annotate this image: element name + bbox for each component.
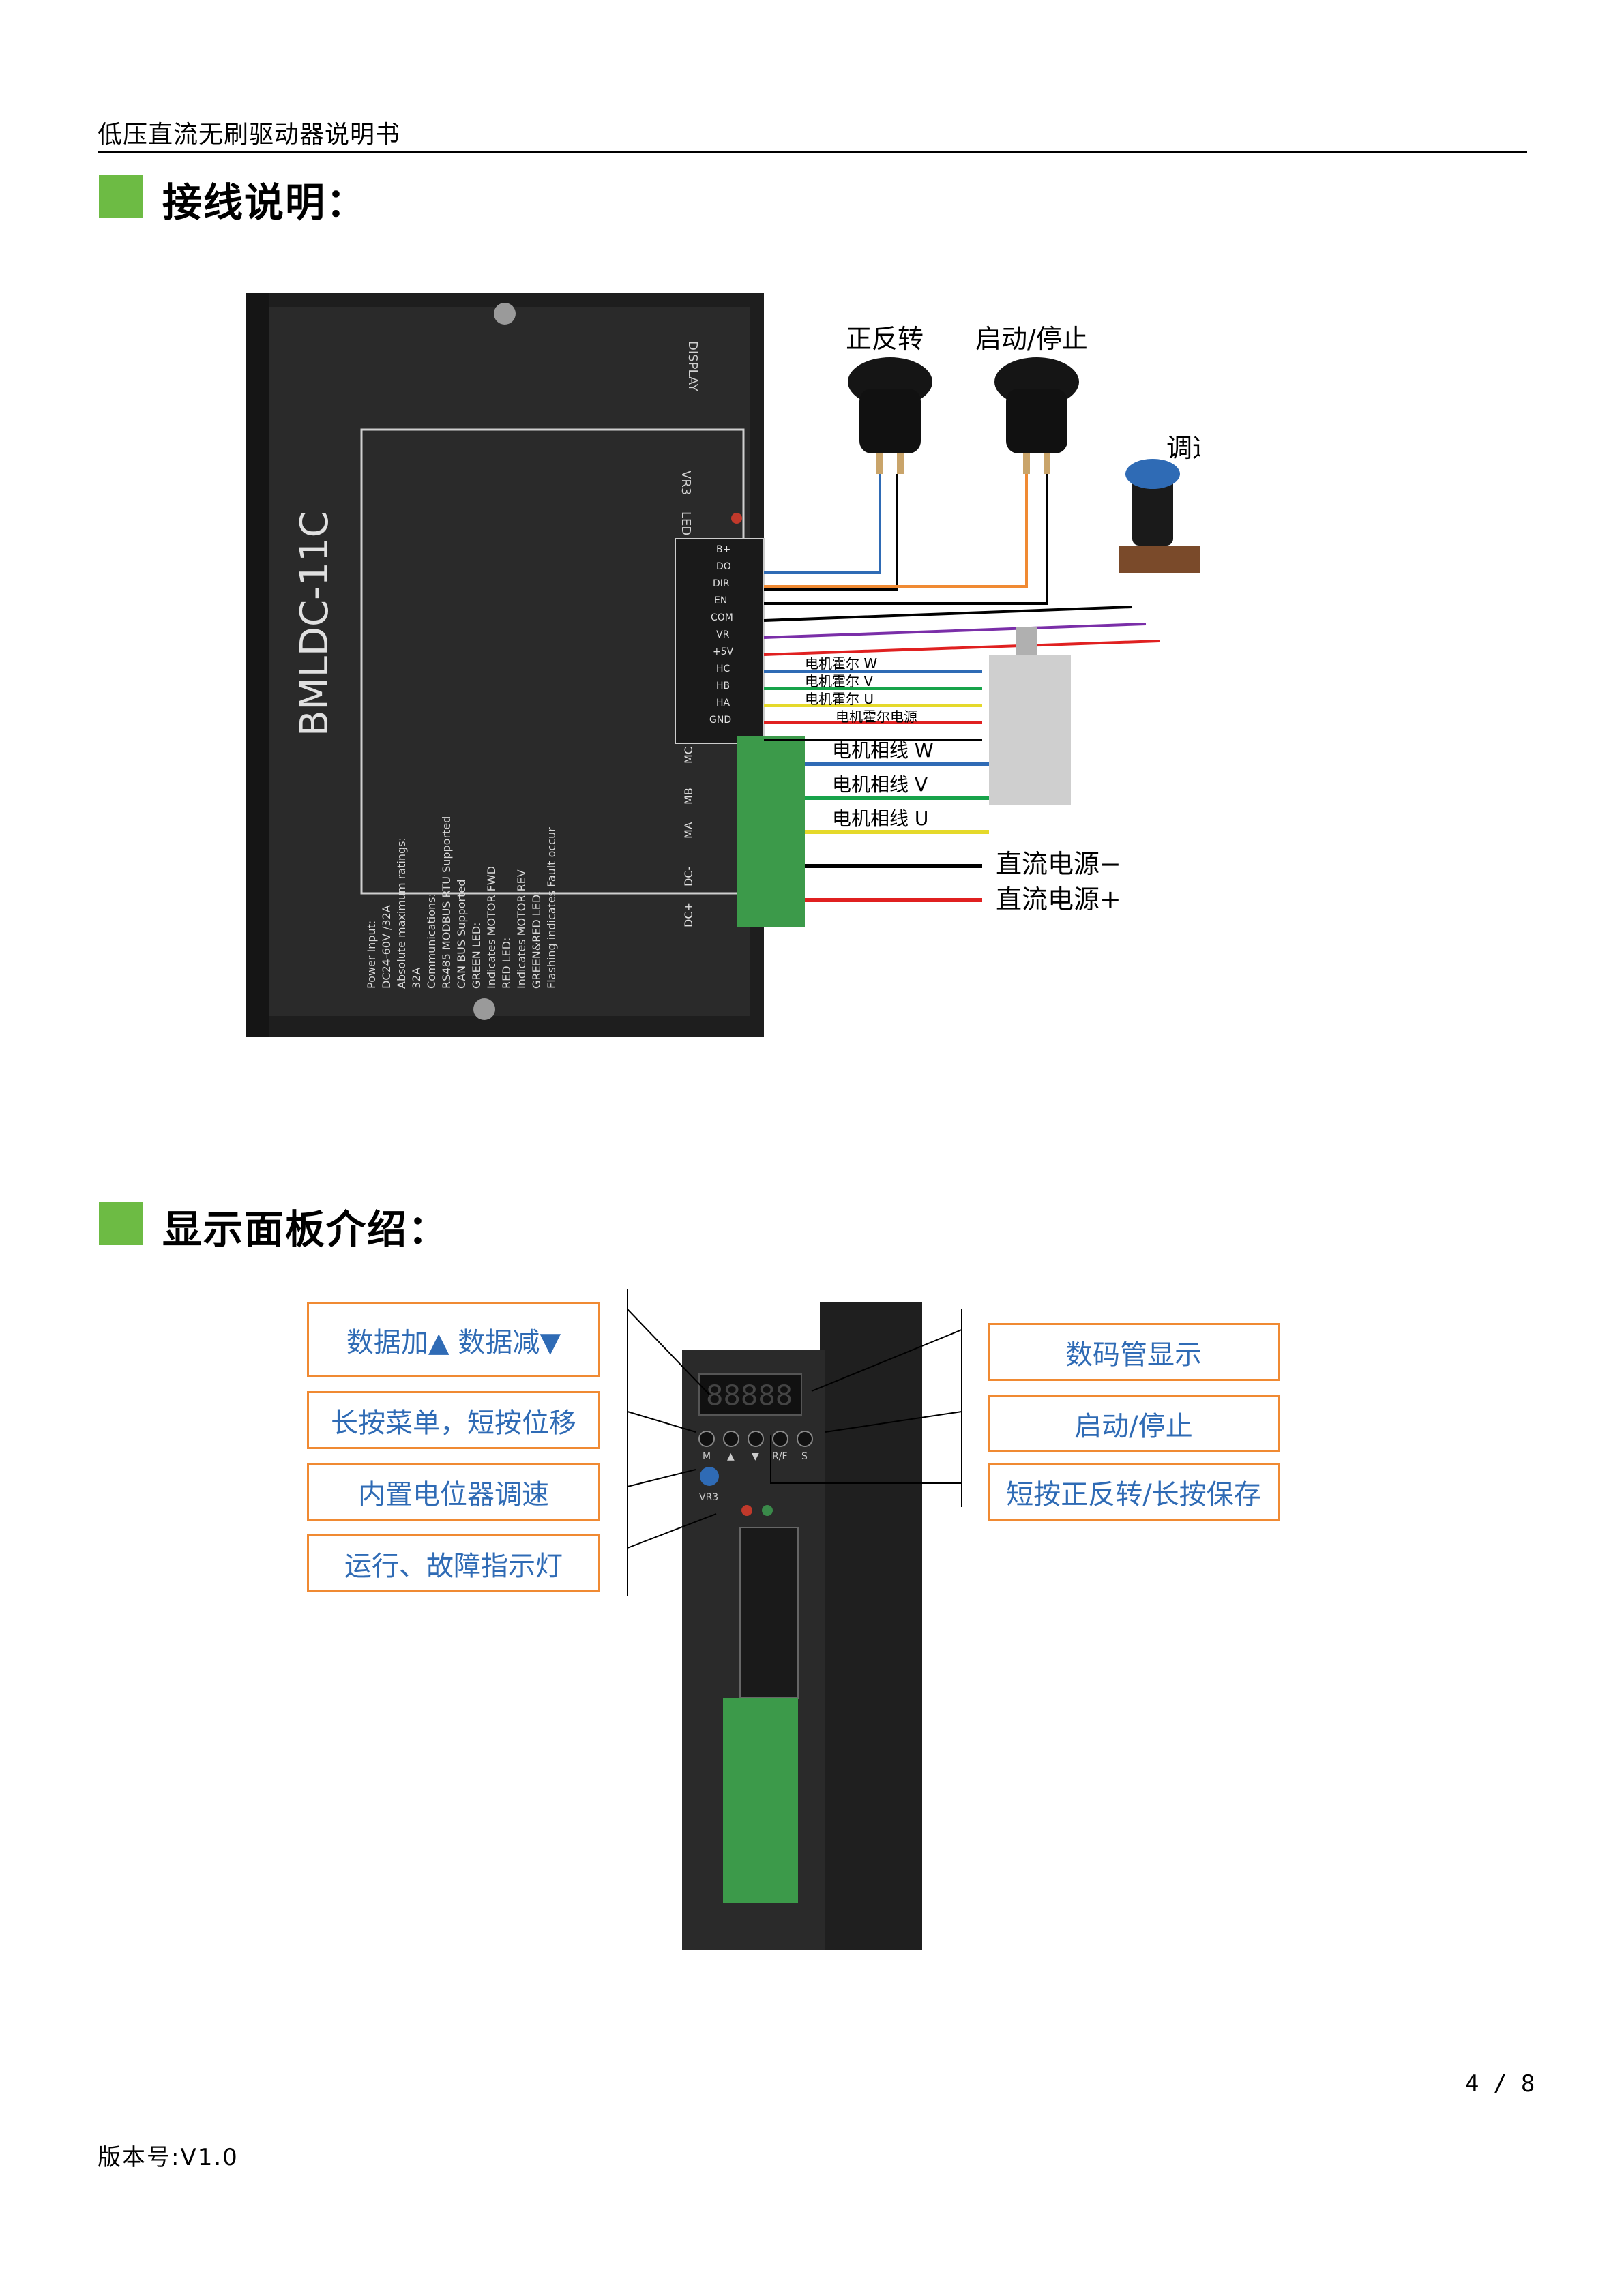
- fault-led-icon: [762, 1505, 773, 1516]
- display-label: DISPLAY: [685, 341, 700, 392]
- svg-text:Power Input:: Power Input:: [365, 921, 378, 989]
- speed-pot-label: 调速: [1166, 433, 1200, 463]
- button-s-icon: [797, 1431, 813, 1447]
- pin-label: DIR: [713, 578, 730, 589]
- svg-text:32A: 32A: [410, 968, 423, 989]
- svg-text:RED LED:: RED LED:: [500, 938, 513, 989]
- run-led-icon: [741, 1505, 752, 1516]
- svg-text:CAN BUS Supported: CAN BUS Supported: [455, 880, 468, 989]
- led-label: LED: [679, 511, 693, 535]
- header-divider: [98, 151, 1527, 153]
- screw-icon: [494, 303, 516, 325]
- svg-text:DC24-60V /32A: DC24-60V /32A: [380, 905, 393, 989]
- svg-text:▲: ▲: [727, 1451, 735, 1462]
- svg-text:DC+: DC+: [682, 902, 695, 927]
- callout-display: 数码管显示: [988, 1323, 1280, 1381]
- svg-text:RS485 MODBUS RTU Supported: RS485 MODBUS RTU Supported: [440, 816, 453, 989]
- button-m-icon: [698, 1431, 715, 1447]
- power-terminal: [737, 736, 805, 927]
- svg-text:88888: 88888: [706, 1380, 793, 1412]
- version-label: 版本号:V1.0: [98, 2144, 239, 2171]
- svg-text:S: S: [801, 1451, 808, 1462]
- svg-text:M: M: [703, 1451, 711, 1462]
- button-down-icon: [748, 1431, 764, 1447]
- vr3-pot-icon: [700, 1467, 719, 1486]
- svg-text:▼: ▼: [752, 1451, 759, 1462]
- svg-text:Absolute maximum ratings:: Absolute maximum ratings:: [395, 837, 408, 989]
- svg-text:Indicates MOTOR REV: Indicates MOTOR REV: [515, 869, 528, 989]
- phase-v-label: 电机相线 V: [832, 773, 928, 796]
- svg-text:MA: MA: [682, 822, 695, 839]
- pin-label: HC: [716, 664, 730, 674]
- section-title-wiring: 接线说明：: [162, 179, 368, 226]
- page-number: 4 / 8: [1465, 2070, 1535, 2098]
- screw-icon: [473, 998, 495, 1020]
- pin-label: GND: [709, 715, 731, 726]
- button-rf-icon: [772, 1431, 788, 1447]
- spec-text: Power Input: DC24-60V /32A Absolute maxi…: [365, 816, 558, 989]
- callout-potentiometer: 内置电位器调速: [307, 1463, 600, 1521]
- pin-label: DO: [716, 561, 731, 572]
- svg-text:GREEN&RED LED:: GREEN&RED LED:: [530, 891, 543, 989]
- wiring-diagram: BMLDC-11C DISPLAY VR3 LED Power Input: D…: [246, 293, 1200, 1037]
- callout-led: 运行、故障指示灯: [307, 1534, 600, 1592]
- phase-u-label: 电机相线 U: [832, 807, 928, 830]
- fwd-rev-switch-icon: [848, 357, 932, 474]
- svg-text:Communications:: Communications:: [425, 893, 438, 989]
- svg-text:DC-: DC-: [682, 867, 695, 886]
- pin-label: HA: [716, 698, 730, 709]
- hall-w-label: 电机霍尔 W: [805, 655, 877, 672]
- callout-start-stop: 启动/停止: [988, 1395, 1280, 1452]
- hall-power-label: 电机霍尔电源: [836, 709, 917, 725]
- status-led-icon: [731, 513, 742, 524]
- speed-potentiometer-icon: [1119, 459, 1200, 573]
- fwd-rev-switch-label: 正反转: [846, 324, 924, 354]
- dc-negative-label: 直流电源−: [996, 849, 1121, 879]
- section-title-panel: 显示面板介绍：: [162, 1206, 449, 1253]
- svg-text:Flashing indicates Fault occur: Flashing indicates Fault occur: [545, 827, 558, 989]
- phase-w-label: 电机相线 W: [832, 739, 934, 762]
- callout-fwd-rev: 短按正反转/长按保存: [988, 1463, 1280, 1521]
- section-marker: [99, 1202, 143, 1245]
- svg-text:MB: MB: [682, 788, 695, 805]
- svg-text:GREEN LED:: GREEN LED:: [470, 922, 483, 989]
- svg-text:R/F: R/F: [772, 1451, 788, 1462]
- hall-v-label: 电机霍尔 V: [805, 673, 873, 689]
- dc-positive-label: 直流电源+: [996, 884, 1121, 914]
- svg-text:MC: MC: [682, 747, 695, 764]
- seven-segment-display: [698, 1373, 802, 1416]
- pin-label: COM: [711, 612, 733, 623]
- pin-label: EN: [714, 595, 727, 606]
- vr3-label: VR3: [679, 471, 693, 495]
- start-stop-switch-icon: [994, 357, 1079, 474]
- callout-menu-button: 长按菜单，短按位移: [307, 1391, 600, 1449]
- power-connector: [723, 1698, 798, 1903]
- pin-label: B+: [716, 544, 730, 555]
- hall-u-label: 电机霍尔 U: [805, 691, 874, 707]
- pin-label: +5V: [713, 646, 734, 657]
- document-header-title: 低压直流无刷驱动器说明书: [98, 121, 401, 149]
- svg-text:Indicates MOTOR FWD: Indicates MOTOR FWD: [485, 866, 498, 989]
- model-label: BMLDC-11C: [293, 511, 337, 736]
- motor-icon: [989, 655, 1071, 805]
- svg-text:VR3: VR3: [699, 1492, 718, 1503]
- panel-image: 88888 M ▲ ▼ R/F S VR3: [682, 1302, 922, 1950]
- section-marker: [99, 175, 143, 218]
- callout-connectors: [627, 1289, 962, 1596]
- pin-label: VR: [716, 629, 730, 640]
- callout-data-up-down: 数据加▲ 数据减▼: [307, 1302, 600, 1377]
- button-up-icon: [723, 1431, 739, 1447]
- pin-label: HB: [716, 681, 730, 691]
- start-stop-switch-label: 启动/停止: [975, 324, 1088, 354]
